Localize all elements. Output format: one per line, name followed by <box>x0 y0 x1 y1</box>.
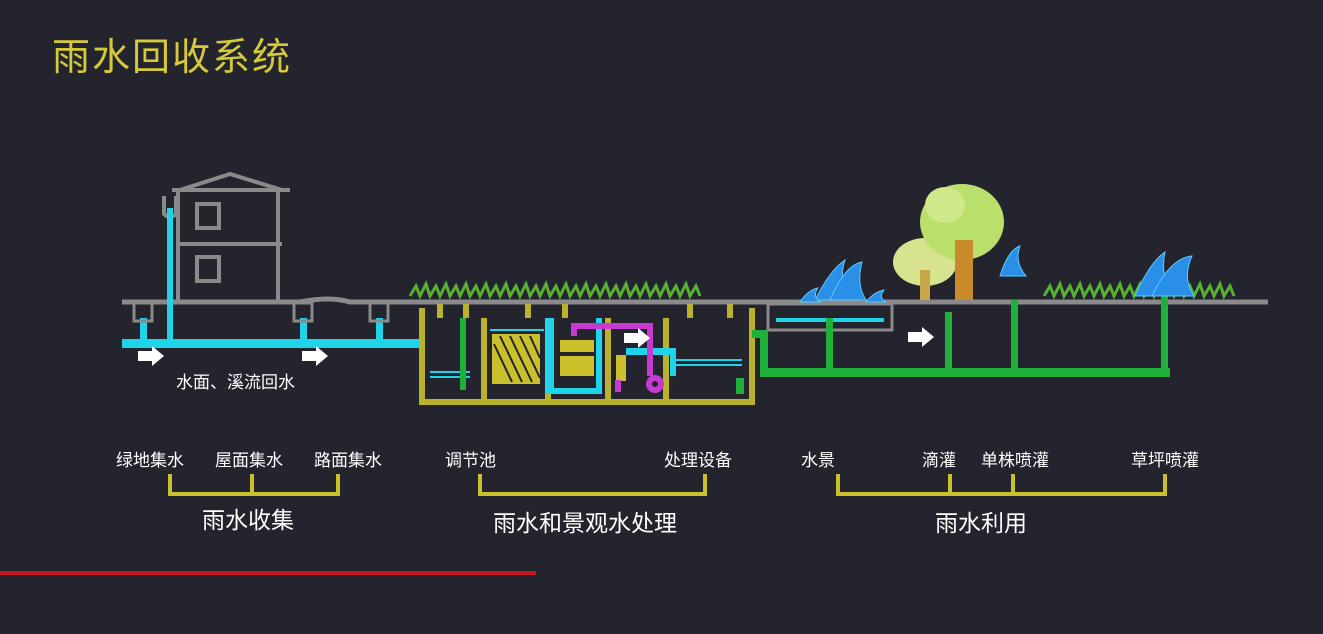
collection-pipe <box>122 208 424 348</box>
utilization-flow-arrow-icon <box>908 327 934 347</box>
item-label-single-plant-sprinkler: 单株喷灌 <box>981 451 1049 471</box>
treatment-control-lines <box>571 323 664 393</box>
group-label-collection: 雨水收集 <box>202 508 294 534</box>
page-title: 雨水回收系统 <box>52 35 293 79</box>
item-label-lawn-sprinkler: 草坪喷灌 <box>1131 451 1199 471</box>
item-label-road-collection: 路面集水 <box>314 451 382 471</box>
item-label-regulating-tank: 调节池 <box>445 451 496 471</box>
item-label-drip-irrigation: 滴灌 <box>922 451 956 471</box>
flow-note-label: 水面、溪流回水 <box>176 373 295 393</box>
item-label-water-feature: 水景 <box>801 451 835 471</box>
fountain-spray-icon <box>799 245 1195 303</box>
utilization-pipe <box>752 290 1170 377</box>
grass-strip-icon <box>408 280 1236 300</box>
filter-media-icon <box>492 334 541 384</box>
treatment-flow-arrow-icon <box>624 328 650 348</box>
inlet-pits <box>132 301 390 323</box>
item-label-treatment-equipment: 处理设备 <box>664 451 732 471</box>
flow-arrow-icon <box>138 346 328 366</box>
item-label-green-collection: 绿地集水 <box>116 451 184 471</box>
tank-outflow-pipe <box>460 318 744 394</box>
tree-icon <box>893 184 1004 300</box>
treatment-equipment-icon <box>560 340 626 381</box>
group-label-utilization: 雨水利用 <box>935 511 1027 537</box>
group-label-treatment: 雨水和景观水处理 <box>493 511 677 537</box>
item-label-roof-collection: 屋面集水 <box>215 451 283 471</box>
section-brackets <box>168 474 1167 496</box>
house-icon <box>162 171 290 304</box>
water-level-lines <box>430 329 742 378</box>
